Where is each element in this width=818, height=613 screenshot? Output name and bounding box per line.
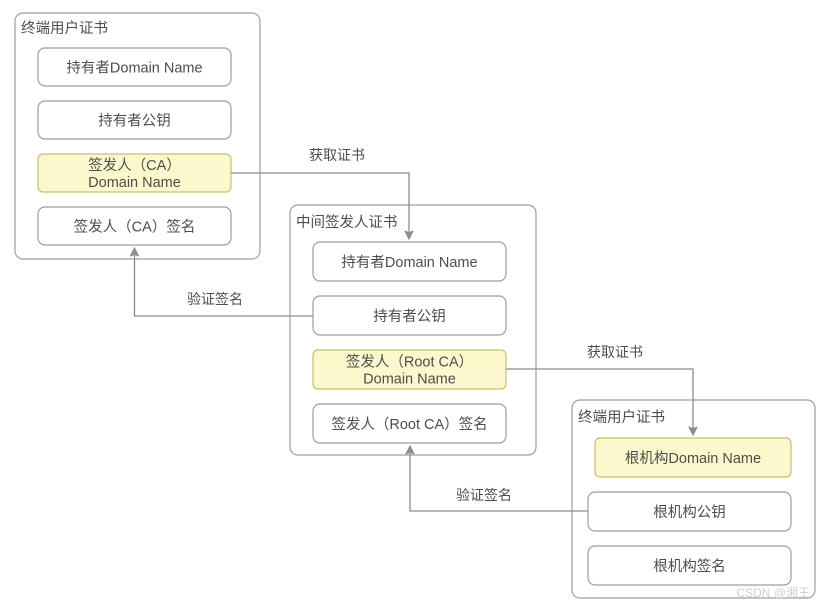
edge-fetch-certificate-2-label: 获取证书 [587,344,643,360]
edge-verify-signature-1: 验证签名 [129,247,313,317]
field-subject-domain-name[interactable]: 持有者Domain Name [37,47,232,87]
field-issuer-root-ca-domain-name[interactable]: 签发人（Root CA） Domain Name [312,349,507,390]
field-root-signature[interactable]: 根机构签名 [587,545,792,586]
field-issuer-ca-signature-label: 签发人（CA）签名 [74,219,196,236]
edge-fetch-certificate-1-line [231,172,414,240]
container-end-entity-certificate-title: 终端用户证书 [21,20,108,37]
edge-verify-signature-1-line [129,247,313,317]
field-issuer-ca-domain-name-line1: 签发人（CA） [88,157,181,174]
field-issuer-ca-domain-name-line2: Domain Name [88,175,181,191]
field-root-public-key-label: 根机构公钥 [653,504,726,521]
edge-fetch-certificate-1-label: 获取证书 [309,147,365,163]
edge-fetch-certificate-2: 获取证书 [506,344,698,436]
field-subject-public-key-label: 持有者公钥 [98,113,171,130]
edge-verify-signature-1-label: 验证签名 [187,291,243,307]
field-root-domain-name-box[interactable] [594,437,792,478]
field-intermediate-subject-public-key[interactable]: 持有者公钥 [312,295,507,336]
field-root-signature-label: 根机构签名 [653,558,726,575]
field-root-signature-box[interactable] [587,545,792,586]
field-subject-domain-name-box[interactable] [37,47,232,87]
field-issuer-ca-signature[interactable]: 签发人（CA）签名 [37,206,232,246]
field-issuer-root-ca-signature[interactable]: 签发人（Root CA）签名 [312,403,507,444]
container-root-certificate-title: 终端用户证书 [578,409,665,426]
edge-verify-signature-2-line [405,445,588,512]
field-root-public-key[interactable]: 根机构公钥 [587,491,792,532]
field-issuer-root-ca-signature-label: 签发人（Root CA）签名 [331,416,487,433]
field-subject-public-key-box[interactable] [37,100,232,140]
field-issuer-root-ca-domain-name-line1: 签发人（Root CA） [346,354,473,371]
field-issuer-root-ca-signature-box[interactable] [312,403,507,444]
edge-fetch-certificate-1: 获取证书 [231,147,414,240]
field-issuer-root-ca-domain-name-line2: Domain Name [363,372,456,388]
field-root-domain-name-label: 根机构Domain Name [625,450,761,467]
edge-verify-signature-2-label: 验证签名 [456,487,512,503]
container-intermediate-issuer-certificate-title: 中间签发人证书 [296,214,398,231]
container-root-certificate: 终端用户证书 根机构Domain Name 根机构公钥 根机构签名 [571,399,816,599]
container-end-entity-certificate: 终端用户证书 持有者Domain Name 持有者公钥 签发人（CA） Doma… [14,12,261,260]
field-subject-public-key[interactable]: 持有者公钥 [37,100,232,140]
edge-fetch-certificate-2-line [506,368,698,436]
field-subject-domain-name-label: 持有者Domain Name [66,60,202,77]
field-issuer-ca-domain-name[interactable]: 签发人（CA） Domain Name [37,153,232,193]
field-root-domain-name[interactable]: 根机构Domain Name [594,437,792,478]
field-intermediate-subject-domain-name[interactable]: 持有者Domain Name [312,241,507,282]
field-intermediate-subject-domain-name-label: 持有者Domain Name [341,254,477,271]
watermark-label: CSDN @湘王 [736,585,810,600]
container-intermediate-issuer-certificate: 中间签发人证书 持有者Domain Name 持有者公钥 签发人（Root CA… [289,204,537,456]
field-intermediate-subject-domain-name-box[interactable] [312,241,507,282]
field-intermediate-subject-public-key-label: 持有者公钥 [373,308,446,325]
edge-verify-signature-2: 验证签名 [405,445,588,512]
field-issuer-ca-signature-box[interactable] [37,206,232,246]
